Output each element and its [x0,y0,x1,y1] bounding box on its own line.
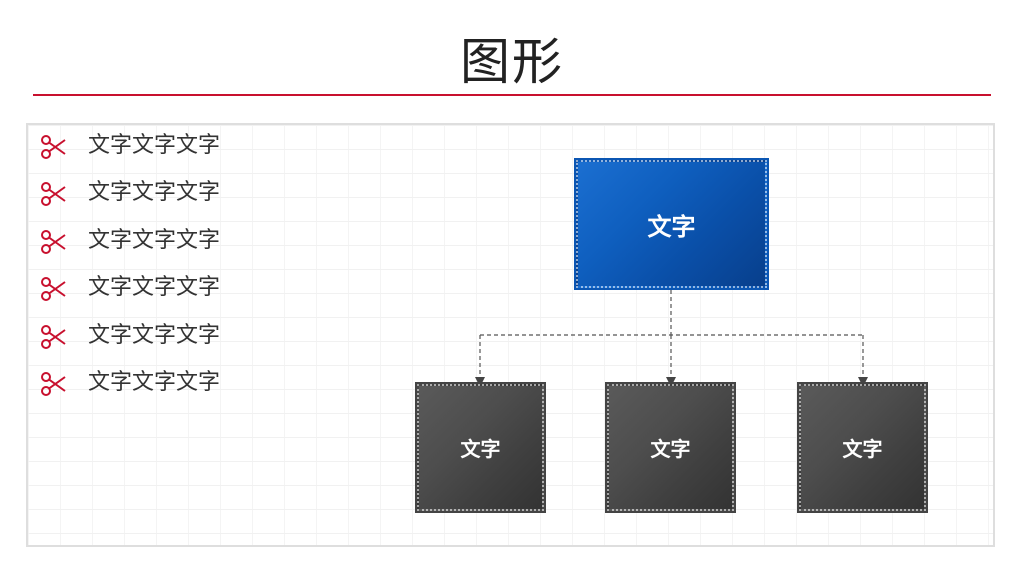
list-item-label: 文字文字文字 [88,369,221,395]
scissors-icon [41,277,66,302]
list-item-label: 文字文字文字 [88,322,221,348]
list-item: 文字文字文字 [38,177,338,224]
list-item: 文字文字文字 [38,225,338,272]
diagram-root-node: 文字 [576,160,767,288]
list-item-label: 文字文字文字 [88,180,221,206]
diagram-child-node: 文字 [607,384,734,511]
list-item: 文字文字文字 [38,320,338,367]
bullet-list: 文字文字文字 文字文字文字 文字文字文字 文字文字文字 [38,130,338,414]
diagram-child-label: 文字 [460,437,501,461]
scissors-icon [41,371,66,396]
diagram-child-node: 文字 [417,384,544,511]
list-item-label: 文字文字文字 [88,227,221,253]
list-item-label: 文字文字文字 [88,275,221,301]
list-item: 文字文字文字 [38,130,338,177]
scissors-icon [41,324,66,349]
scissors-icon [41,229,66,254]
scissors-icon [41,182,66,207]
list-item: 文字文字文字 [38,272,338,319]
diagram-child-node: 文字 [799,384,926,511]
scissors-icon [41,135,66,159]
diagram-child-label: 文字 [650,437,691,461]
list-item: 文字文字文字 [38,367,338,414]
diagram-root-label: 文字 [647,212,696,241]
diagram-child-label: 文字 [842,437,883,461]
title-divider [33,94,991,96]
list-item-label: 文字文字文字 [88,133,221,158]
page-title: 图形 [460,33,564,91]
